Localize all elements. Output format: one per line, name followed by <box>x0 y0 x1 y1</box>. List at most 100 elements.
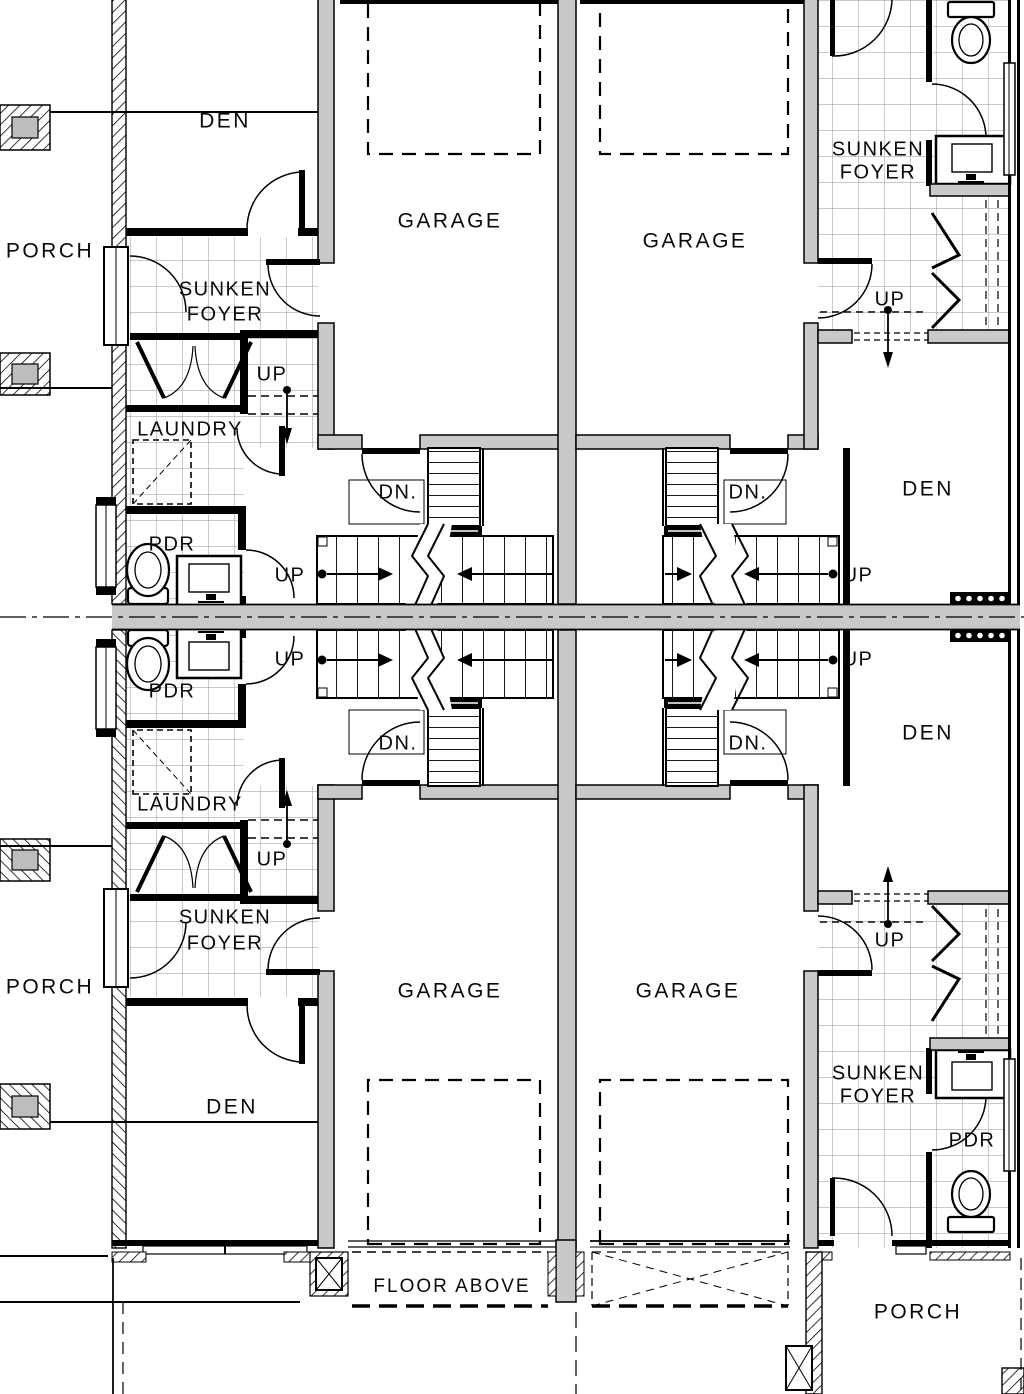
arrow-head <box>378 567 393 581</box>
front-wall-bottom-left <box>111 1240 319 1263</box>
exterior-wall-right <box>1003 0 1020 604</box>
arrow-head <box>457 567 472 581</box>
hall-door <box>236 426 285 476</box>
label-sunken-foyer-top-left-2: FOYER <box>187 303 263 325</box>
label-dn-top-right: DN. <box>729 481 768 503</box>
faucet-icon <box>966 174 976 180</box>
laundry-wall <box>126 405 248 412</box>
label-up-stair-bottom-right: UP <box>843 648 874 670</box>
porch-right-wall <box>785 1251 1024 1394</box>
label-garage-top-left: GARAGE <box>398 210 503 233</box>
garage-wall <box>803 0 819 264</box>
foyer-wall <box>817 329 853 344</box>
label-sunken-foyer-top-left: SUNKEN <box>179 278 271 300</box>
party-wall-vents <box>950 592 1010 642</box>
garage-service-door <box>817 258 873 319</box>
closet-bifold-doors <box>930 200 999 330</box>
label-up-stair-top-right: UP <box>843 564 874 586</box>
entry-steps-up <box>820 306 928 368</box>
door-leaf <box>830 0 835 56</box>
label-laundry-bottom-left: LAUNDRY <box>137 793 243 815</box>
site-lines <box>0 1255 1022 1394</box>
label-dn-top-left: DN. <box>379 481 418 503</box>
garage-door-opening-right <box>590 1240 790 1308</box>
washer-dryer <box>132 439 192 505</box>
garage-wall <box>317 322 335 450</box>
pdr-wall <box>926 0 932 82</box>
porch-columns <box>0 104 318 396</box>
label-porch-bottom-right: PORCH <box>874 1301 962 1324</box>
stair-upper-run <box>665 447 719 527</box>
den-walls <box>126 170 320 236</box>
label-up-entry-bottom-left: UP <box>257 848 288 870</box>
door-leaf <box>730 448 788 454</box>
label-sunken-foyer-bottom-right-2: FOYER <box>840 1085 916 1107</box>
garage-wall <box>317 0 335 264</box>
garage-service-door <box>266 259 321 317</box>
sink-vanity <box>175 554 243 608</box>
arrow-head <box>883 352 893 368</box>
label-up-stair-top-left: UP <box>275 564 306 586</box>
parking-stall <box>598 0 790 156</box>
unit-top-right <box>575 0 1020 613</box>
label-up-entry-top-right: UP <box>875 288 906 310</box>
label-up-stair-bottom-left: UP <box>275 648 306 670</box>
parking-stall <box>366 0 542 156</box>
label-pdr-top-left: PDR <box>149 533 196 555</box>
door-swing <box>267 263 321 317</box>
stair-void <box>723 479 787 525</box>
label-garage-bottom-left: GARAGE <box>398 980 503 1003</box>
garage-wall <box>419 434 577 450</box>
unit-top-left <box>0 0 577 613</box>
door-leaf <box>818 258 872 264</box>
label-den-top-right: DEN <box>902 478 954 501</box>
door-swing <box>831 0 893 57</box>
pdr-wall <box>926 140 932 186</box>
garage-rear-wall <box>580 0 804 4</box>
window-left-wall <box>95 497 117 595</box>
label-floor-above: FLOOR ABOVE <box>373 1276 530 1297</box>
staircase <box>662 447 840 613</box>
door-swing <box>817 263 873 319</box>
label-garage-top-right: GARAGE <box>643 230 748 253</box>
door-leaf <box>299 170 305 230</box>
label-laundry-top-left: LAUNDRY <box>137 418 243 440</box>
staircase <box>316 447 554 613</box>
landing-wall <box>244 330 318 338</box>
den-wall <box>843 448 850 604</box>
label-den-top-left: DEN <box>199 110 251 133</box>
label-up-entry-bottom-right: UP <box>875 929 906 951</box>
landing-wall <box>240 330 248 414</box>
door-swing <box>236 427 284 475</box>
toilet <box>946 0 996 65</box>
garage-rear-wall <box>340 0 558 4</box>
vanity-wall <box>929 183 1011 197</box>
label-garage-bottom-right: GARAGE <box>636 980 741 1003</box>
label-porch-bottom-left: PORCH <box>6 976 94 999</box>
unit-bottom-left <box>0 620 578 1250</box>
label-den-bottom-right: DEN <box>902 722 954 745</box>
door-swing <box>361 453 421 513</box>
label-sunken-foyer-bottom-left: SUNKEN <box>179 906 271 928</box>
label-sunken-foyer-bottom-right: SUNKEN <box>832 1062 924 1084</box>
faucet-icon <box>206 594 216 600</box>
label-dn-bottom-left: DN. <box>379 732 418 754</box>
sink-vanity <box>934 134 1012 186</box>
unit-bottom-right <box>574 620 1022 1250</box>
door-swing <box>245 549 295 599</box>
label-sunken-foyer-bottom-left-2: FOYER <box>187 932 263 954</box>
party-wall <box>557 0 577 605</box>
door-leaf <box>362 448 420 454</box>
laundry-wall <box>126 506 244 514</box>
toilet <box>125 542 171 606</box>
label-porch-top-left: PORCH <box>6 240 94 263</box>
foyer-wall <box>927 329 1011 344</box>
label-pdr-bottom-right: PDR <box>949 1129 996 1151</box>
garage-wall <box>803 322 819 450</box>
label-den-bottom-left: DEN <box>206 1096 258 1119</box>
garage-wall <box>317 434 363 450</box>
center-party-wall <box>0 603 1024 631</box>
door-swing <box>729 453 789 513</box>
